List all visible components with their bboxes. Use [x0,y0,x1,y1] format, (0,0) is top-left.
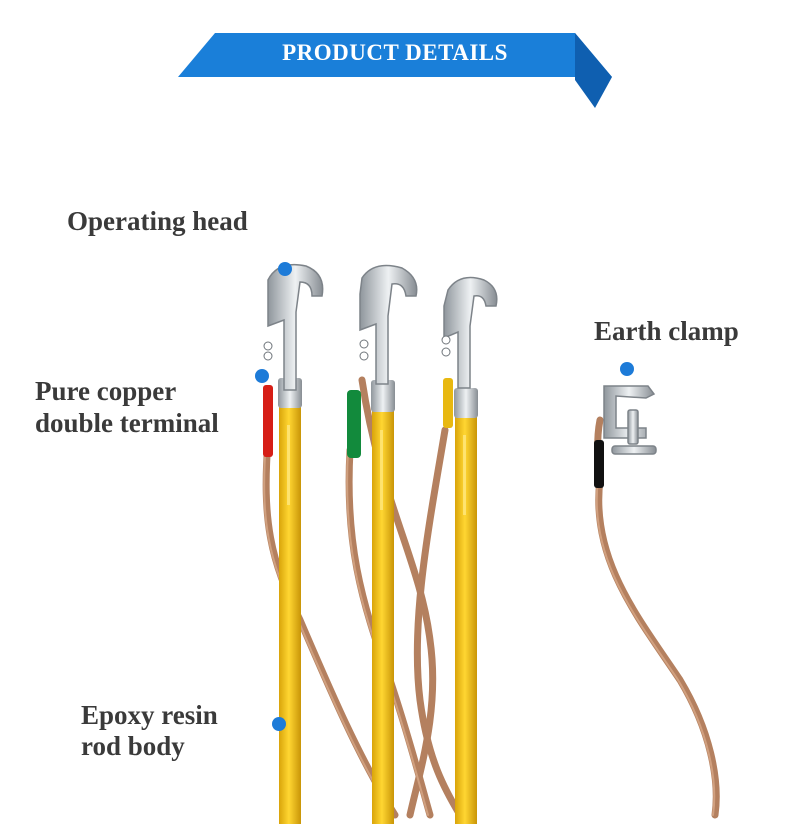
label-rod-body-line1: Epoxy resin [81,700,218,730]
marker-earth-clamp [620,362,634,376]
label-operating-head: Operating head [67,206,248,236]
marker-operating-head [278,262,292,276]
label-copper-terminal-line2: double terminal [35,408,219,438]
banner-ribbon [178,33,612,108]
label-copper-terminal-line1: Pure copper [35,376,177,406]
label-earth-clamp: Earth clamp [594,316,739,346]
label-rod-body-line2: rod body [81,731,185,761]
marker-copper-terminal [255,369,269,383]
marker-rod-body [272,717,286,731]
banner-title: PRODUCT DETAILS [282,40,508,65]
